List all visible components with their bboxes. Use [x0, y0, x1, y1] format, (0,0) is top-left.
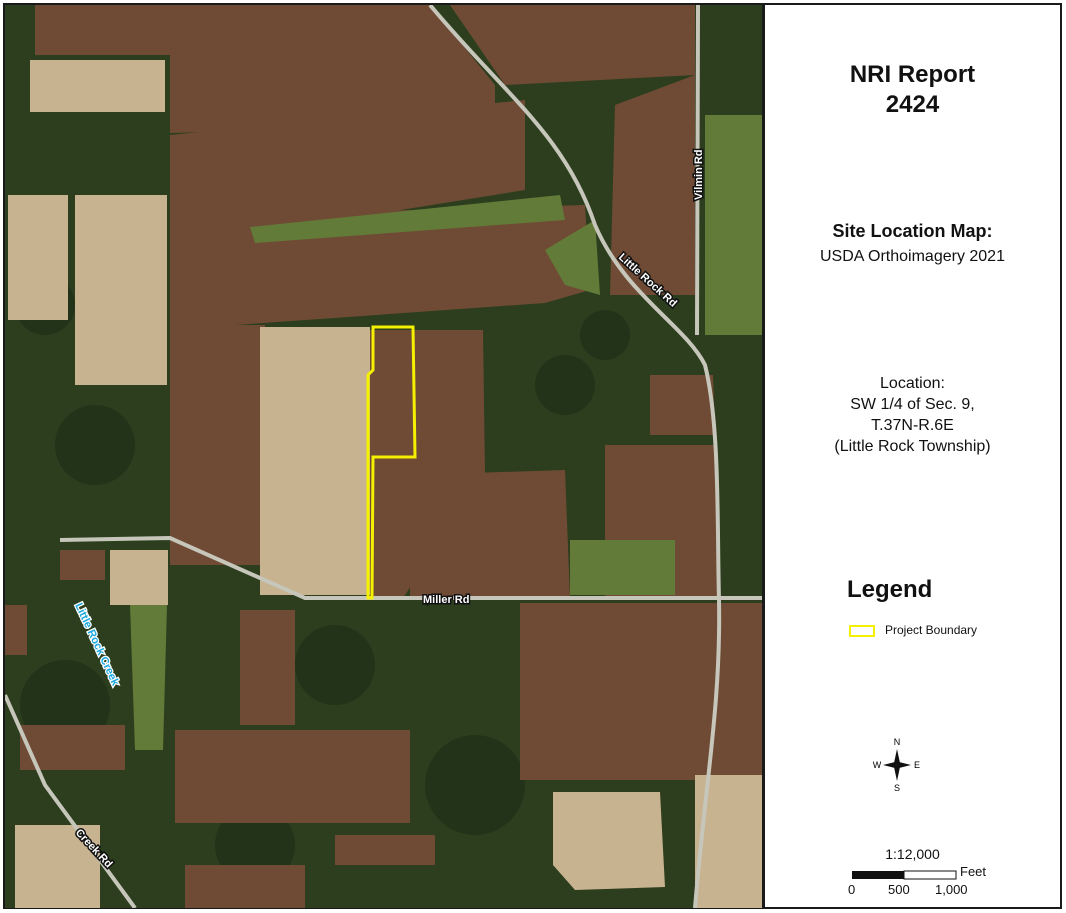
- tan-field-se: [695, 775, 762, 908]
- road-creek: [5, 694, 137, 908]
- legend-title: Legend: [847, 576, 933, 603]
- grass-right: [705, 115, 762, 335]
- roads: [5, 5, 762, 908]
- svg-text:S: S: [894, 783, 900, 793]
- field-far-left: [5, 605, 27, 655]
- grass-creek-strip: [130, 605, 167, 750]
- info-panel: NRI Report 2424 Site Location Map: USDA …: [765, 5, 1060, 907]
- tan-field-nw: [30, 60, 165, 112]
- field-bottom-mid: [240, 610, 295, 725]
- field-s-small: [335, 835, 435, 865]
- report-title-line1: NRI Report: [849, 61, 976, 88]
- project-boundary: [366, 325, 417, 600]
- grass-triangle: [545, 220, 600, 295]
- field-left-small: [60, 550, 105, 580]
- svg-text:N: N: [894, 737, 901, 747]
- field-sw-left: [20, 725, 125, 770]
- tan-field-strip: [110, 550, 168, 605]
- scale-ratio: 1:12,000: [885, 846, 940, 862]
- brown-fields: [5, 5, 762, 908]
- legend-item-label: Project Boundary: [885, 623, 978, 637]
- field-east-mid: [410, 470, 570, 598]
- field-sw: [175, 730, 410, 823]
- road-miller: [59, 535, 762, 600]
- tan-fields: [8, 60, 762, 908]
- label-vilmin-rd: Vilmin Rd: [693, 149, 705, 200]
- panel-divider: [762, 3, 765, 909]
- location-line2: T.37N-R.6E: [871, 417, 954, 434]
- field-top-right: [450, 5, 695, 85]
- field-bottom-left-mid: [185, 865, 305, 908]
- grass-se: [570, 540, 675, 595]
- tan-field-center: [260, 327, 370, 595]
- scale-bar: [852, 870, 957, 880]
- field-left-mid: [170, 325, 265, 565]
- imagery-source: USDA Orthoimagery 2021: [820, 248, 1005, 265]
- scale-tick-1000: 1,000: [935, 882, 968, 897]
- site-location-title: Site Location Map:: [832, 221, 993, 241]
- orthoimagery-map[interactable]: Vilmin Rd Little Rock Rd Miller Rd Creek…: [5, 5, 762, 908]
- location-line3: (Little Rock Township): [834, 438, 991, 455]
- label-miller-rd: Miller Rd: [423, 594, 469, 606]
- field-right-strip: [610, 75, 695, 295]
- location-label: Location:: [880, 375, 945, 392]
- scale-tick-0: 0: [848, 882, 856, 897]
- location-line1: SW 1/4 of Sec. 9,: [850, 396, 975, 413]
- field-small-east: [650, 375, 715, 435]
- field-south-big: [520, 603, 762, 780]
- field-nw: [35, 5, 495, 133]
- report-title-line2: 2424: [885, 91, 940, 118]
- field-project: [370, 330, 485, 598]
- compass-icon: N S E W: [873, 737, 920, 793]
- scale-unit: Feet: [960, 864, 987, 879]
- svg-text:W: W: [873, 760, 882, 770]
- scale-tick-500: 500: [888, 882, 910, 897]
- grass-areas: [130, 115, 762, 750]
- tan-field-w1: [8, 195, 68, 320]
- tree-texture: [15, 275, 630, 885]
- road-little-rock: [428, 5, 722, 908]
- svg-text:E: E: [914, 760, 920, 770]
- tan-field-south: [553, 792, 665, 890]
- grass-strip: [250, 195, 565, 243]
- project-boundary-swatch: [849, 625, 875, 637]
- tan-field-w2: [75, 195, 167, 385]
- road-vilmin: [695, 5, 700, 336]
